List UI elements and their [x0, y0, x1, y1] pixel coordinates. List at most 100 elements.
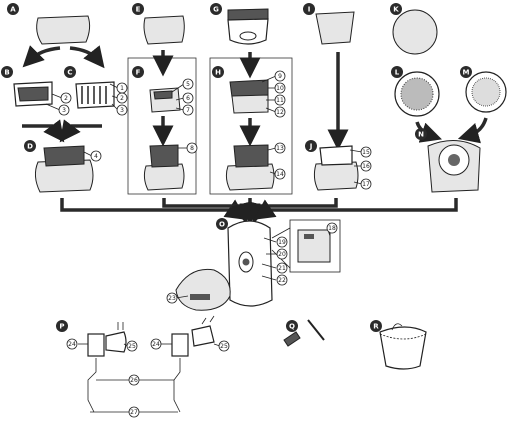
svg-text:27: 27	[130, 409, 138, 416]
callout-7: 7	[182, 104, 194, 116]
label-e: E	[132, 3, 144, 15]
label-n: N	[415, 128, 427, 140]
svg-text:24: 24	[68, 341, 76, 348]
svg-text:15: 15	[362, 149, 370, 156]
label-g: G	[210, 3, 222, 15]
label-l: L	[391, 66, 403, 78]
part-r-pouch	[379, 323, 427, 370]
part-o-charging-stand	[175, 268, 231, 311]
arrow-b-d	[22, 119, 65, 143]
callout-22: 22	[276, 274, 288, 286]
callout-23: 23	[166, 292, 178, 304]
svg-text:14: 14	[276, 171, 284, 178]
svg-text:E: E	[136, 6, 141, 14]
callout-27: 27	[128, 406, 140, 418]
label-f: F	[132, 66, 144, 78]
part-i-cap	[315, 11, 355, 45]
callout-6: 6	[182, 92, 194, 104]
callout-13: 13	[274, 142, 286, 154]
label-r: R	[370, 320, 382, 332]
label-m: M	[460, 66, 472, 78]
part-n-device	[427, 140, 481, 193]
label-o: O	[216, 218, 228, 230]
svg-text:4: 4	[94, 153, 98, 160]
callout-24: 24	[66, 338, 78, 350]
svg-text:8: 8	[190, 145, 194, 152]
part-f-shaver-head	[149, 87, 181, 113]
svg-text:B: B	[4, 69, 9, 77]
label-b: B	[1, 66, 13, 78]
svg-text:10: 10	[276, 85, 284, 92]
callout-5: 5	[182, 78, 194, 90]
label-a: A	[7, 3, 19, 15]
svg-text:17: 17	[362, 181, 370, 188]
callout-2: 2	[60, 92, 72, 104]
svg-text:J: J	[309, 143, 313, 151]
part-l-brush	[394, 71, 440, 117]
svg-text:2: 2	[120, 95, 124, 102]
arrow-a-c	[69, 45, 105, 69]
svg-text:12: 12	[276, 109, 284, 116]
part-p-adapter-2	[171, 315, 215, 413]
svg-text:25: 25	[220, 343, 228, 350]
svg-text:2: 2	[64, 95, 68, 102]
callout-4: 4	[90, 150, 102, 162]
svg-text:16: 16	[362, 163, 370, 170]
callout-25: 25	[126, 340, 138, 352]
label-c: C	[64, 66, 76, 78]
svg-text:25: 25	[128, 343, 136, 350]
svg-text:M: M	[463, 69, 470, 77]
svg-text:Q: Q	[289, 323, 295, 331]
callout-3: 3	[58, 104, 70, 116]
svg-text:D: D	[27, 143, 33, 151]
callout-3b: 3	[116, 104, 128, 116]
callout-20: 20	[276, 248, 288, 260]
callout-18: 18	[326, 222, 338, 234]
part-d-epilator-head	[34, 145, 94, 193]
callout-10: 10	[274, 82, 286, 94]
part-j-assembled	[313, 145, 359, 191]
callout-21: 21	[276, 262, 288, 274]
callout-11: 11	[274, 94, 286, 106]
callout-16: 16	[360, 160, 372, 172]
callout-1: 1	[116, 82, 128, 94]
svg-text:F: F	[136, 69, 141, 77]
callout-19: 19	[276, 236, 288, 248]
part-h-assembled	[225, 144, 275, 191]
svg-text:C: C	[67, 69, 72, 77]
label-k: K	[390, 3, 402, 15]
svg-text:11: 11	[276, 97, 284, 104]
arrow-c-d	[59, 119, 102, 143]
svg-text:18: 18	[328, 225, 336, 232]
callout-24b: 24	[150, 338, 162, 350]
svg-text:7: 7	[186, 107, 190, 114]
svg-text:21: 21	[278, 265, 286, 272]
arrow-n-o	[253, 198, 458, 220]
callout-8: 8	[186, 142, 198, 154]
svg-text:G: G	[213, 6, 219, 14]
svg-text:3: 3	[120, 107, 124, 114]
svg-text:13: 13	[276, 145, 284, 152]
label-j: J	[305, 140, 317, 152]
part-g-trimmer-cap	[227, 8, 269, 45]
svg-text:20: 20	[278, 251, 286, 258]
callout-2b: 2	[116, 92, 128, 104]
svg-text:L: L	[395, 69, 400, 77]
svg-text:I: I	[308, 6, 311, 14]
svg-text:9: 9	[278, 73, 282, 80]
svg-text:K: K	[393, 6, 399, 14]
part-m-pad	[465, 71, 507, 113]
label-d: D	[24, 140, 36, 152]
label-q: Q	[286, 320, 298, 332]
part-e-cap	[143, 15, 185, 45]
svg-text:P: P	[59, 323, 64, 331]
part-b-comb	[13, 81, 53, 107]
part-k-round-cap	[392, 9, 438, 55]
callout-15: 15	[360, 146, 372, 158]
callout-17: 17	[360, 178, 372, 190]
svg-text:26: 26	[130, 377, 138, 384]
label-i: I	[303, 3, 315, 15]
label-h: H	[212, 66, 224, 78]
